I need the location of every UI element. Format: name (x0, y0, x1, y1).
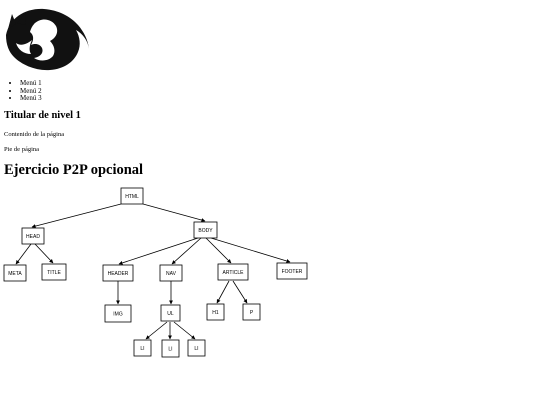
node-h1-box (206, 303, 225, 321)
node-footer-box (276, 262, 308, 280)
node-header-box (102, 264, 134, 282)
node-article-label: ARTICLE (222, 270, 244, 276)
edge-html-head (31, 203, 122, 229)
node-li3-label: LI (194, 346, 198, 352)
node-head-box (21, 227, 45, 245)
node-head-label: HEAD (26, 234, 40, 240)
node-meta-label: META (8, 271, 22, 277)
node-html-label: HTML (125, 194, 139, 200)
menu-list: Menú 1 Menú 2 Menú 3 (20, 79, 42, 103)
edge-ul-li1 (145, 321, 168, 340)
edge-article-h1 (216, 280, 230, 304)
level1-heading: Titular de nivel 1 (4, 110, 81, 121)
firefox-logo-icon (6, 8, 89, 71)
menu-item-2: Menú 2 (20, 87, 42, 96)
dom-tree-diagram: HTML HEAD BODY META TITLE HEADER NAV ART… (3, 187, 308, 358)
node-p-label: P (250, 310, 254, 316)
node-body-label: BODY (198, 228, 213, 234)
node-body-box (193, 221, 218, 239)
edge-body-footer (210, 237, 291, 263)
node-nav-label: NAV (166, 271, 177, 277)
edge-body-article (205, 237, 232, 264)
node-li1-box (133, 339, 152, 357)
edge-article-p (232, 280, 248, 304)
edge-body-nav (171, 237, 202, 265)
node-title-box (41, 263, 67, 281)
page-footer-text: Pie de página (4, 146, 40, 153)
edge-body-header (118, 237, 199, 265)
node-meta-box (3, 264, 27, 282)
node-article-box (217, 263, 249, 281)
edge-ul-li3 (173, 321, 196, 340)
page-content-text: Contenido de la página (4, 131, 65, 138)
node-li2-label: LI (168, 347, 172, 353)
edge-html-body (142, 203, 206, 222)
menu-item-1: Menú 1 (20, 79, 42, 88)
node-nav-box (159, 264, 183, 282)
menu-item-3: Menú 3 (20, 94, 42, 103)
node-footer-label: FOOTER (282, 269, 303, 275)
node-header-label: HEADER (108, 271, 129, 277)
exercise-title: Ejercicio P2P opcional (4, 162, 144, 178)
node-ul-box (160, 304, 181, 322)
node-li3-box (187, 339, 206, 357)
edge-head-meta (15, 243, 32, 265)
node-h1-label: H1 (212, 310, 219, 316)
node-html-box (120, 187, 144, 205)
node-title-label: TITLE (47, 270, 61, 276)
node-p-box (242, 303, 261, 321)
node-img-label: IMG (113, 312, 123, 318)
node-li2-box (161, 339, 180, 358)
edge-head-title (34, 243, 54, 264)
node-img-box (104, 304, 132, 323)
node-li1-label: LI (140, 346, 144, 352)
node-ul-label: UL (167, 311, 174, 317)
